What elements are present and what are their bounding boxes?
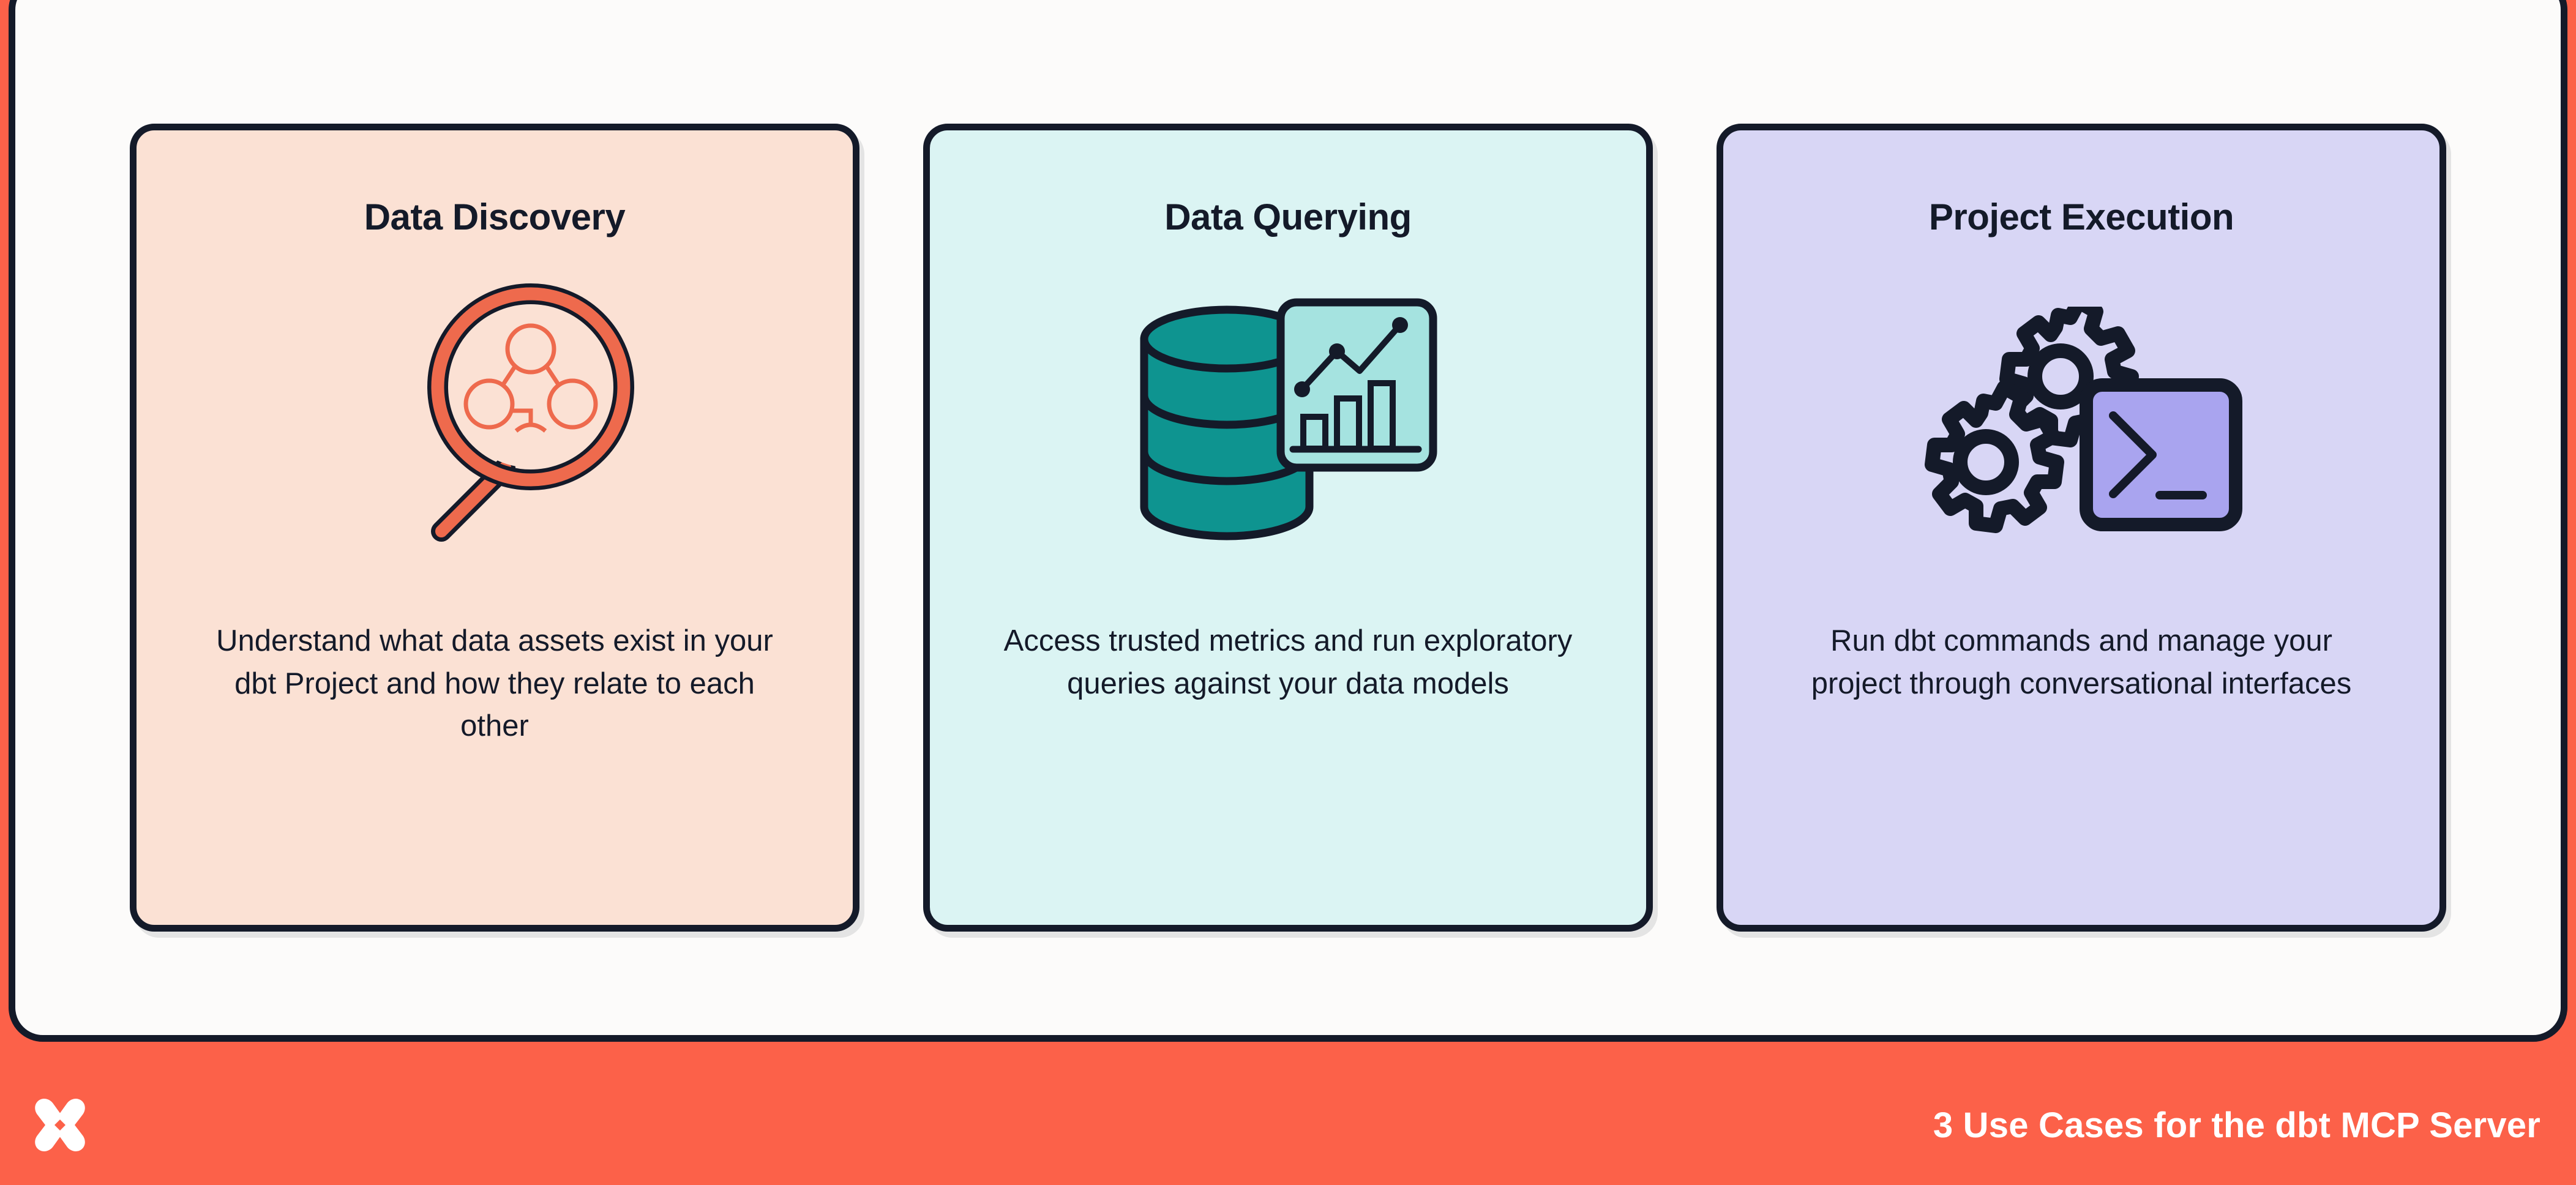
card-title: Project Execution bbox=[1928, 196, 2234, 237]
card-description: Understand what data assets exist in you… bbox=[216, 624, 773, 743]
use-case-card-data-querying[interactable]: Data Querying bbox=[923, 124, 1653, 932]
use-case-card-row: Data Discovery bbox=[15, 0, 2561, 1035]
card-description: Run dbt commands and manage your project… bbox=[1811, 624, 2352, 700]
card-title: Data Querying bbox=[1164, 196, 1412, 237]
gears-terminal-icon bbox=[1723, 252, 2439, 594]
footer-caption: 3 Use Cases for the dbt MCP Server bbox=[1933, 1105, 2540, 1145]
footer-bar: 3 Use Cases for the dbt MCP Server bbox=[0, 1065, 2576, 1185]
database-chart-icon bbox=[930, 252, 1646, 594]
dbt-logo-icon bbox=[28, 1093, 92, 1157]
card-description: Access trusted metrics and run explorato… bbox=[1003, 624, 1573, 700]
use-case-card-data-discovery[interactable]: Data Discovery bbox=[130, 124, 859, 932]
card-title: Data Discovery bbox=[364, 196, 626, 237]
magnifying-glass-lineage-icon bbox=[137, 252, 853, 594]
use-case-card-project-execution[interactable]: Project Execution bbox=[1717, 124, 2446, 932]
content-panel: Data Discovery bbox=[9, 0, 2567, 1042]
